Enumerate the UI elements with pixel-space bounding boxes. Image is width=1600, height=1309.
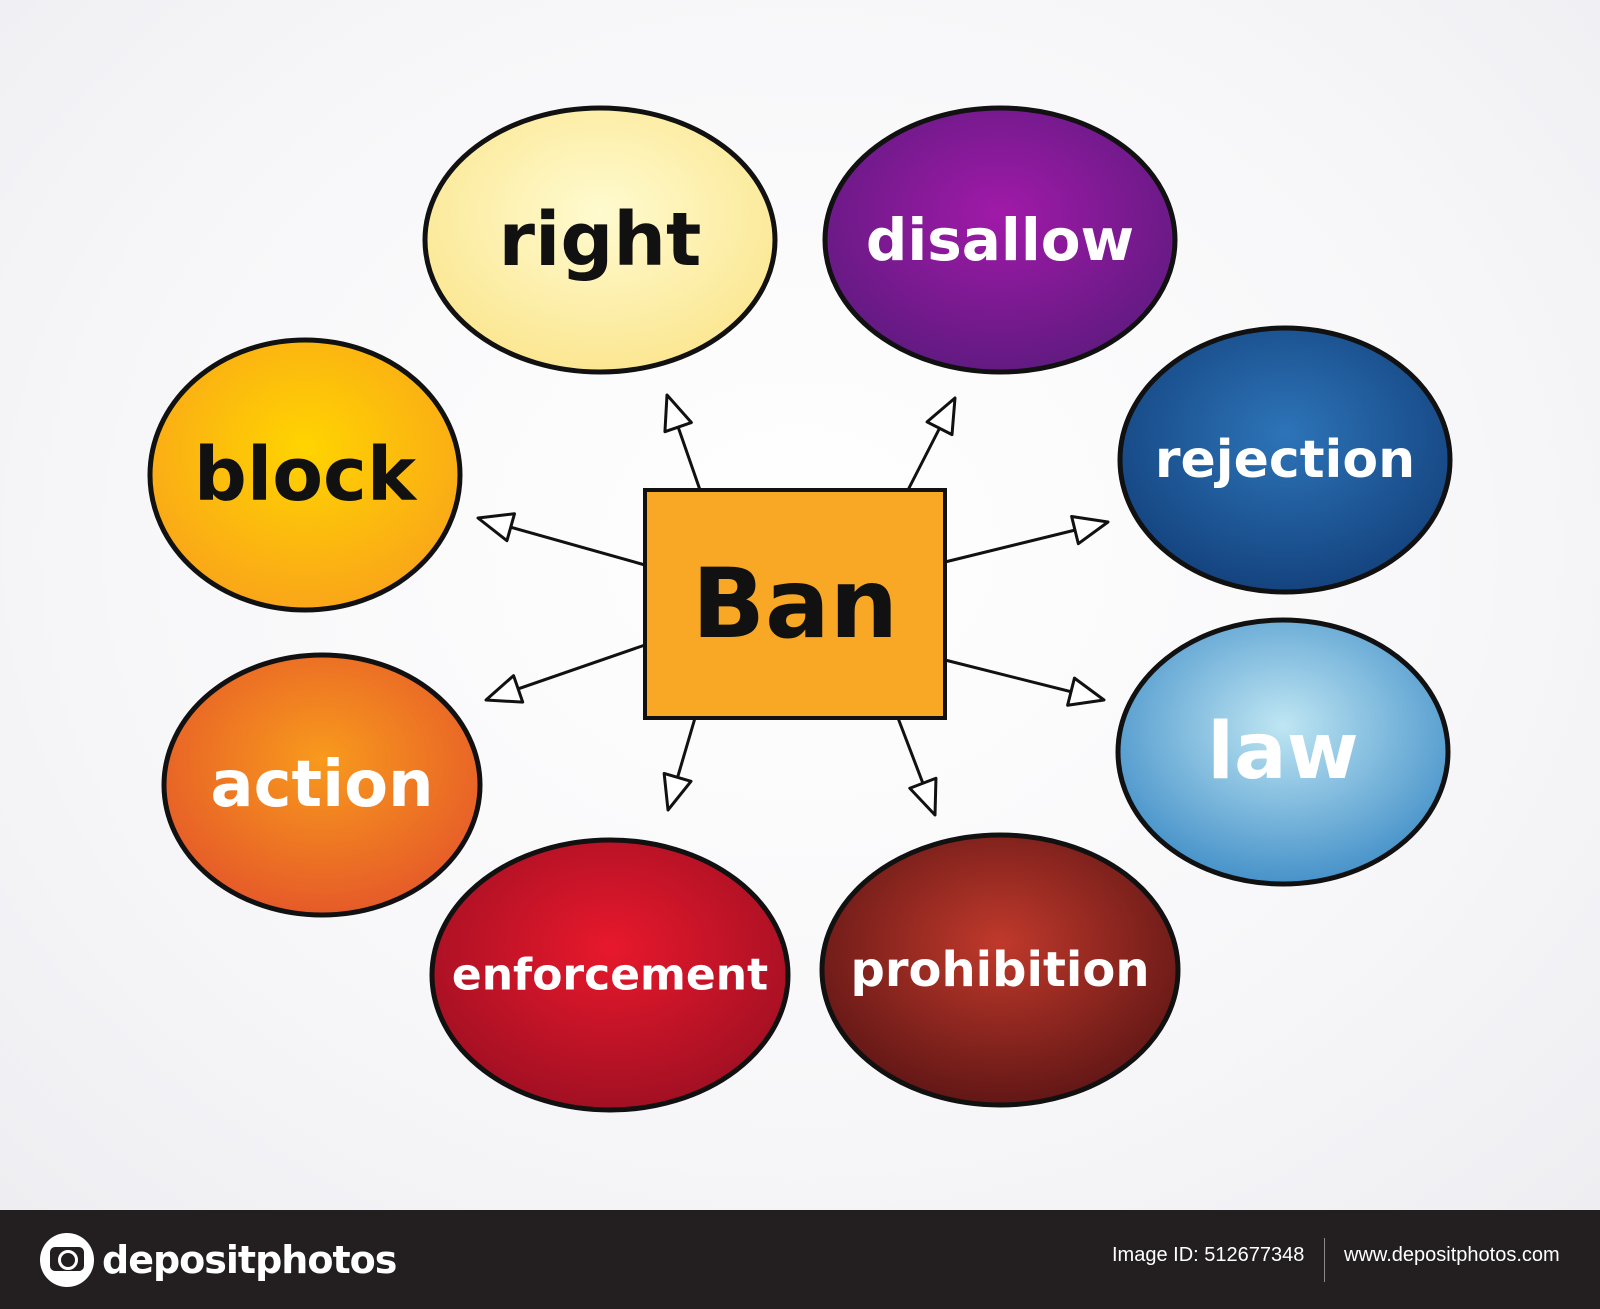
node-block: block: [147, 337, 463, 613]
depositphotos-logo[interactable]: depositphotos: [40, 1232, 397, 1288]
arrowhead-right: [663, 393, 693, 434]
node-right: right: [422, 105, 778, 375]
arrowhead-disallow: [925, 396, 957, 437]
node-rejection: rejection: [1117, 325, 1453, 595]
node-bubble-law: [1115, 617, 1451, 887]
arrowhead-law: [1066, 676, 1106, 707]
node-bubble-right: [422, 105, 778, 375]
camera-icon: [40, 1233, 94, 1287]
node-label-prohibition: prohibition: [851, 942, 1150, 998]
center-node: Ban: [643, 488, 947, 720]
node-label-disallow: disallow: [866, 206, 1134, 274]
node-bubble-block: [147, 337, 463, 613]
center-label: Ban: [692, 548, 898, 660]
node-label-block: block: [194, 432, 418, 518]
node-prohibition: prohibition: [819, 832, 1181, 1108]
site-url-link[interactable]: www.depositphotos.com: [1344, 1244, 1560, 1266]
node-bubble-disallow: [822, 105, 1178, 375]
arrowhead-block: [476, 512, 517, 543]
node-label-rejection: rejection: [1155, 430, 1415, 490]
ban-mind-map: right disallow block rejection action law enfo…: [147, 105, 1453, 1113]
node-bubble-action: [161, 652, 483, 918]
node-bubble-rejection: [1117, 325, 1453, 595]
node-action: action: [161, 652, 483, 918]
node-label-right: right: [499, 197, 702, 283]
arrowhead-rejection: [1070, 515, 1110, 546]
arrowhead-action: [484, 674, 525, 704]
image-id-text: Image ID: 512677348: [1112, 1244, 1305, 1266]
logo-text: depositphotos: [102, 1238, 397, 1282]
concept-nodes: right disallow block rejection action law enfo…: [147, 105, 1453, 1113]
center-box: [643, 488, 947, 720]
node-bubble-prohibition: [819, 832, 1181, 1108]
node-label-enforcement: enforcement: [452, 950, 768, 1001]
node-enforcement: enforcement: [429, 837, 791, 1113]
mind-map-canvas: right disallow block rejection action law enfo…: [0, 0, 1600, 1210]
node-disallow: disallow: [822, 105, 1178, 375]
node-law: law: [1115, 617, 1451, 887]
connector-arrows: [476, 393, 1110, 817]
node-label-law: law: [1207, 707, 1358, 797]
arrowhead-prohibition: [908, 776, 938, 817]
footer-divider: [1324, 1238, 1325, 1282]
stock-footer-bar: depositphotos Image ID: 512677348 www.de…: [0, 1210, 1600, 1309]
arrowhead-enforcement: [662, 771, 693, 812]
node-bubble-enforcement: [429, 837, 791, 1113]
node-label-action: action: [210, 748, 433, 822]
